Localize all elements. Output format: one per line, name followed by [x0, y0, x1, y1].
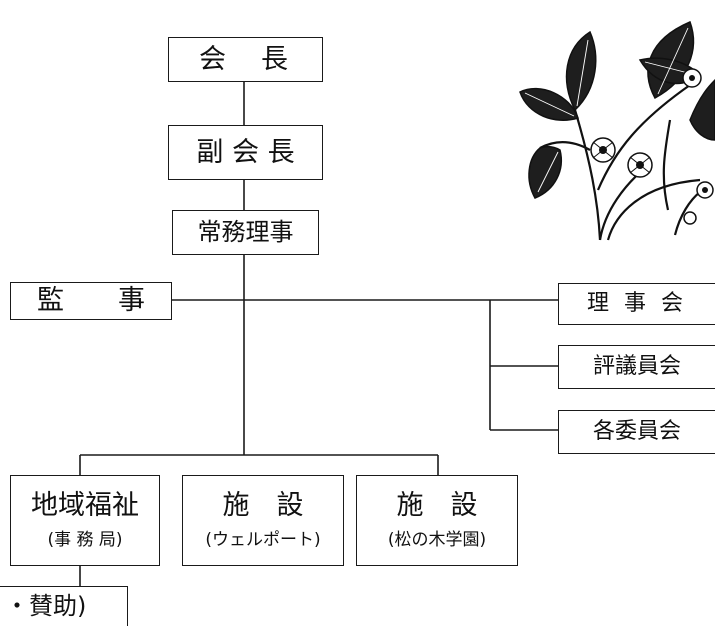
president-box: 会 長: [168, 37, 323, 82]
facility-matsunoki-title: 施 設: [396, 490, 478, 522]
councillors-box: 評議員会: [558, 345, 715, 389]
connector-lines: [79, 82, 558, 586]
facility-matsunoki-subtitle: (松の木学園): [387, 530, 487, 551]
managing-director-box: 常務理事: [172, 210, 319, 255]
facility-welport-box: 施 設 (ウェルポート): [182, 475, 344, 566]
bramble-plant-illustration: [519, 20, 715, 241]
auditor-label: 監 事: [37, 285, 145, 317]
auditor-box: 監 事: [10, 282, 172, 320]
facility-welport-title: 施 設: [222, 490, 304, 522]
facility-matsunoki-box: 施 設 (松の木学園): [356, 475, 518, 566]
board-of-directors-box: 理 事 会: [558, 283, 715, 325]
regional-welfare-box: 地域福祉 (事 務 局): [10, 475, 160, 566]
managing-director-label: 常務理事: [197, 217, 294, 246]
regional-welfare-subtitle: (事 務 局): [47, 530, 123, 551]
president-label: 会 長: [199, 43, 292, 75]
supporting-member-box: ・賛助): [0, 586, 128, 626]
regional-welfare-title: 地域福祉: [31, 490, 139, 522]
committees-box: 各委員会: [558, 410, 715, 454]
vice-president-label: 副 会 長: [196, 136, 295, 168]
facility-welport-subtitle: (ウェルポート): [205, 530, 321, 551]
vice-president-box: 副 会 長: [168, 125, 323, 180]
councillors-label: 評議員会: [592, 354, 681, 380]
supporting-member-label: ・賛助): [5, 591, 87, 620]
board-of-directors-label: 理 事 会: [587, 291, 687, 317]
committees-label: 各委員会: [592, 419, 681, 445]
